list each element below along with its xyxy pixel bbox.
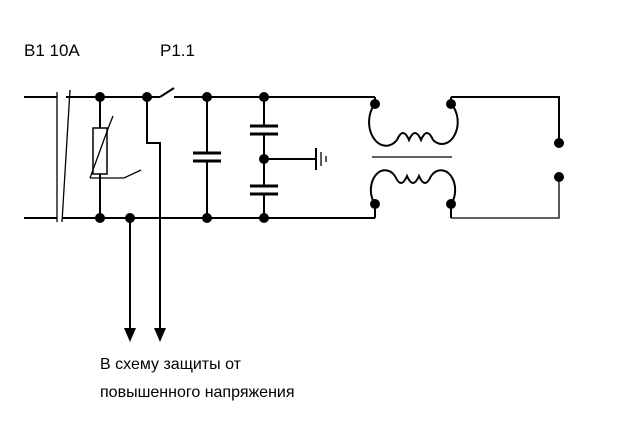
relay-label: P1.1 xyxy=(160,41,195,60)
junction-dots xyxy=(95,92,456,223)
breaker-b1 xyxy=(24,89,100,223)
breaker-label: B1 10A xyxy=(24,41,80,60)
note-line-1: В схему защиты от xyxy=(100,356,242,373)
output-terminal-top xyxy=(554,138,564,148)
relay-contact-p1 xyxy=(146,97,166,342)
varistor xyxy=(89,97,142,218)
protection-output-arrow xyxy=(124,328,136,342)
relay-output-arrow xyxy=(154,328,166,342)
ground-icon xyxy=(315,148,327,170)
common-mode-choke xyxy=(368,97,459,218)
top-rail xyxy=(100,87,376,104)
output-terminal-bottom xyxy=(554,172,564,182)
protection-lead xyxy=(124,218,136,342)
capacitor-c1 xyxy=(193,97,221,218)
bottom-rail xyxy=(100,204,376,219)
note-line-2: повышенного напряжения xyxy=(100,384,295,401)
output-terminals xyxy=(451,96,564,219)
